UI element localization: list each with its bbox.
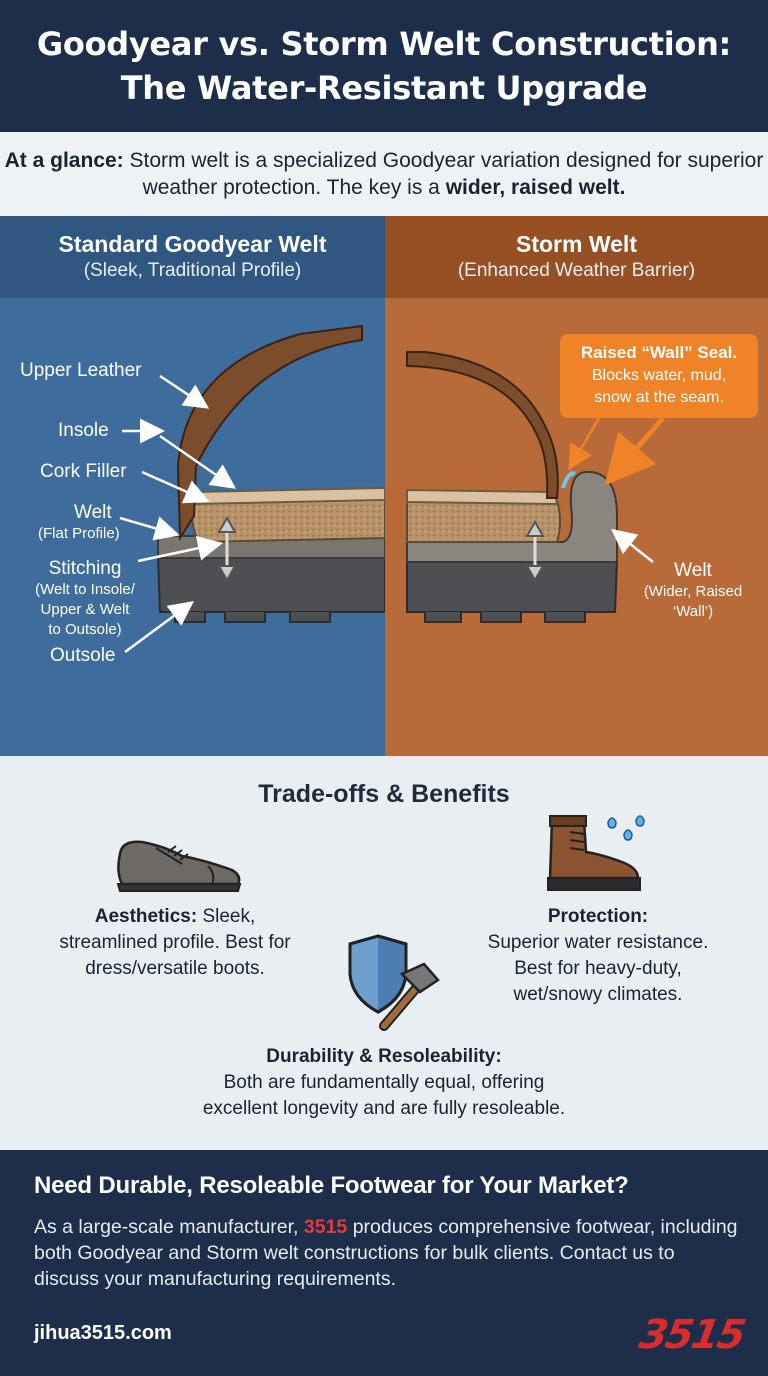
- storm-insole-shape: [406, 488, 559, 506]
- durability-label: Durability & Resoleability:: [266, 1046, 502, 1067]
- label-stitching: Stitching (Welt to Insole/ Upper & Welt …: [26, 558, 144, 640]
- cta-text-after: produces comprehensive footwear, includi…: [34, 1216, 738, 1290]
- glance-emphasis: wider, raised welt.: [445, 176, 626, 199]
- label-stitching-note-3: to Outsole): [48, 621, 122, 638]
- dress-shoe-icon: [116, 840, 242, 892]
- label-stitching-text: Stitching: [48, 558, 122, 579]
- cork-shape: [190, 496, 385, 544]
- label-storm-welt-text: Welt: [674, 560, 712, 581]
- label-welt: Welt (Flat Profile): [38, 502, 120, 544]
- at-a-glance: At a glance: Storm welt is a specialized…: [0, 132, 768, 216]
- aesthetics-block: Aesthetics: Sleek, streamlined profile. …: [20, 904, 330, 982]
- aesthetics-line-1: Sleek,: [202, 906, 256, 927]
- label-welt-note: (Flat Profile): [38, 525, 120, 542]
- label-stitching-note-2: Upper & Welt: [40, 601, 130, 618]
- label-storm-welt-note-2: ‘Wall’): [672, 603, 714, 620]
- website-link[interactable]: jihua3515.com: [34, 1322, 172, 1344]
- title-line-1: Goodyear vs. Storm Welt Construction:: [36, 25, 732, 63]
- page-title: Goodyear vs. Storm Welt Construction: Th…: [0, 0, 768, 110]
- page-header: Goodyear vs. Storm Welt Construction: Th…: [0, 0, 768, 132]
- aesthetics-label: Aesthetics:: [94, 906, 198, 927]
- durability-block: Durability & Resoleability: Both are fun…: [134, 1044, 634, 1122]
- protection-label: Protection:: [547, 906, 649, 927]
- callout-line-2: snow at the seam.: [594, 389, 724, 406]
- insole-shape: [191, 486, 385, 506]
- storm-welt-subtitle: (Enhanced Weather Barrier): [457, 260, 696, 281]
- protection-line-1: Superior water resistance.: [487, 932, 709, 953]
- shield-hammer-icon: [348, 934, 440, 1031]
- aesthetics-line-3: dress/versatile boots.: [85, 958, 265, 979]
- glance-label: At a glance:: [4, 149, 124, 172]
- label-storm-welt: Welt (Wider, Raised ‘Wall’): [623, 560, 763, 622]
- cta-footer: Need Durable, Resoleable Footwear for Yo…: [0, 1150, 768, 1376]
- storm-upper-shape: [406, 351, 559, 499]
- tradeoffs-heading: Trade-offs & Benefits: [258, 780, 510, 808]
- standard-welt-title: Standard Goodyear Welt: [58, 231, 327, 257]
- cta-heading: Need Durable, Resoleable Footwear for Yo…: [34, 1172, 629, 1199]
- label-upper-leather: Upper Leather: [20, 360, 142, 381]
- cta-brand: 3515: [303, 1216, 348, 1238]
- standard-welt-subtitle: (Sleek, Traditional Profile): [83, 260, 302, 281]
- outsole-shape: [156, 555, 385, 613]
- durability-line-2: excellent longevity and are fully resole…: [202, 1098, 566, 1119]
- cta-text-before: As a large-scale manufacturer,: [34, 1216, 299, 1238]
- label-insole: Insole: [58, 420, 109, 441]
- standard-welt-panel: Standard Goodyear Welt (Sleek, Tradition…: [0, 216, 385, 756]
- upper-leather-shape: [176, 324, 363, 542]
- durability-line-1: Both are fundamentally equal, offering: [223, 1072, 545, 1093]
- storm-welt-title: Storm Welt: [516, 231, 637, 257]
- glance-text: Storm welt is a specialized Goodyear var…: [129, 149, 764, 199]
- brand-logo: 3515: [635, 1312, 748, 1358]
- callout-line-1: Blocks water, mud,: [591, 367, 727, 384]
- standard-welt-diagram: [119, 324, 385, 654]
- standard-welt-header: Standard Goodyear Welt (Sleek, Tradition…: [0, 216, 385, 298]
- boot-with-water-drops-icon: [547, 815, 645, 891]
- label-welt-text: Welt: [74, 502, 112, 523]
- tradeoffs-section: Trade-offs & Benefits Aesthetics: Sleek,…: [0, 756, 768, 1150]
- label-cork-filler: Cork Filler: [40, 461, 127, 482]
- storm-welt-panel: Storm Welt (Enhanced Weather Barrier): [385, 216, 768, 756]
- raised-wall-callout: Raised “Wall” Seal. Blocks water, mud, s…: [560, 334, 758, 418]
- storm-welt-header: Storm Welt (Enhanced Weather Barrier): [385, 216, 768, 298]
- cta-text: As a large-scale manufacturer, 3515 prod…: [34, 1214, 744, 1292]
- title-line-2: The Water-Resistant Upgrade: [120, 69, 648, 107]
- callout-title: Raised “Wall” Seal.: [580, 343, 738, 362]
- protection-block: Protection: Superior water resistance. B…: [448, 904, 748, 1008]
- storm-welt-diagram: [406, 351, 665, 623]
- storm-outsole-shape: [406, 559, 619, 613]
- protection-line-2: Best for heavy-duty,: [514, 958, 682, 979]
- label-stitching-note-1: (Welt to Insole/: [35, 581, 135, 598]
- label-storm-welt-note-1: (Wider, Raised: [643, 583, 743, 600]
- aesthetics-line-2: streamlined profile. Best for: [59, 932, 291, 953]
- storm-welt-wall-shape: [406, 470, 618, 563]
- label-outsole: Outsole: [50, 645, 116, 666]
- protection-line-3: wet/snowy climates.: [513, 984, 683, 1005]
